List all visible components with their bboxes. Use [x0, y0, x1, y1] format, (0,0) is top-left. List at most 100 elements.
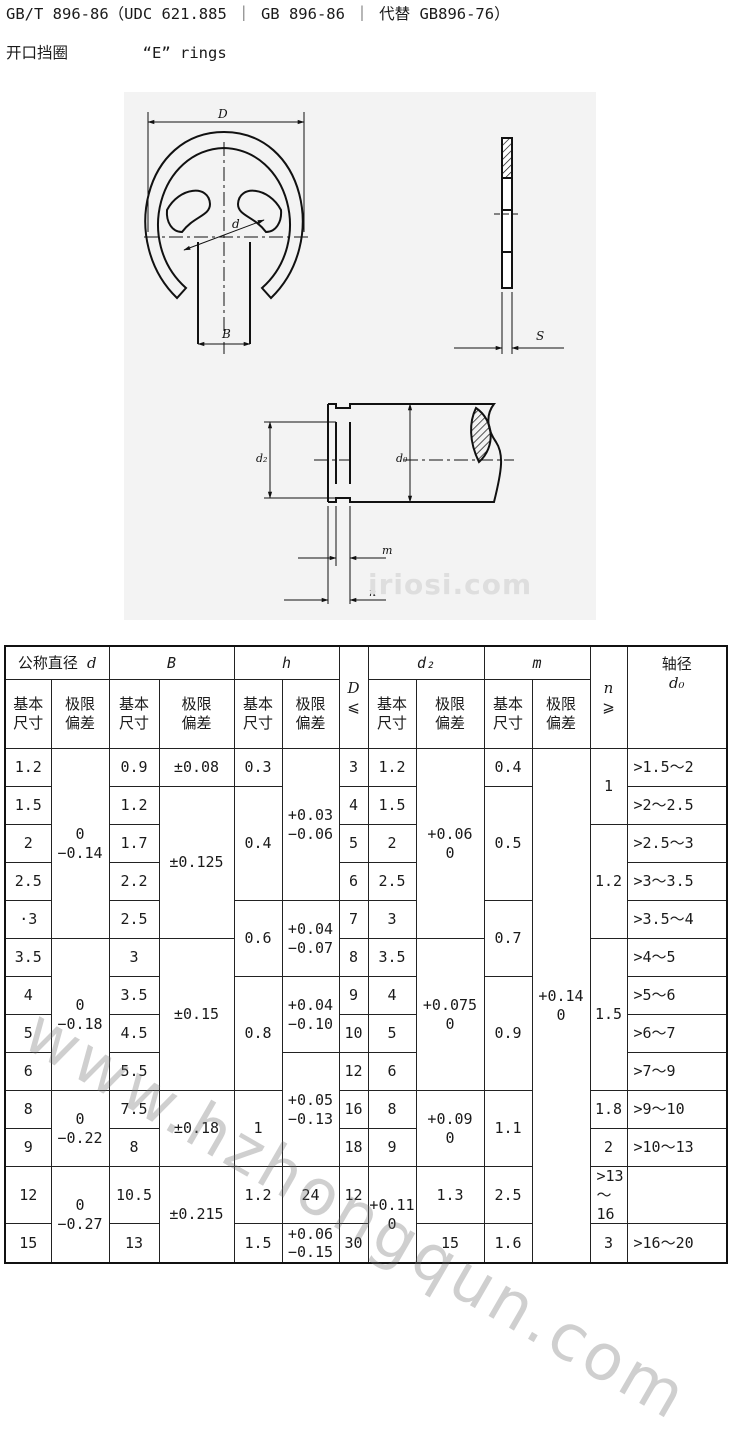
cell-n: 2.5 — [483, 1165, 533, 1225]
cell-d: 15 — [4, 1223, 52, 1264]
subhead-limit: 极限偏差 — [531, 679, 591, 749]
cell-h: 0.8 — [233, 976, 283, 1091]
cell-B-tolerance: ±0.18 — [158, 1090, 235, 1167]
cell-h: 1 — [233, 1090, 283, 1167]
cell-d-tolerance: 0−0.22 — [50, 1090, 110, 1167]
subhead-limit: 极限偏差 — [415, 679, 485, 749]
cell-d-tolerance: 0−0.14 — [50, 748, 110, 939]
cell-B-tolerance: ±0.125 — [158, 786, 235, 939]
cell-m: 1.1 — [483, 1090, 533, 1167]
title-english: “E” rings — [142, 44, 227, 62]
table-row: 9 8 18 9 2 >10～13 — [4, 1128, 728, 1167]
subhead-basic: 基本尺寸 — [367, 679, 417, 749]
cell-d-tolerance: 0−0.18 — [50, 938, 110, 1091]
cell-d2: 9 — [367, 1128, 417, 1167]
cell-n: 1 — [589, 748, 628, 825]
cell-m: 1.6 — [483, 1223, 533, 1264]
header-row-2: 基本尺寸 极限偏差 基本尺寸 极限偏差 基本尺寸 极限偏差 基本尺寸 极限偏差 … — [4, 679, 727, 749]
subhead-limit: 极限偏差 — [281, 679, 340, 749]
cell-n: 1.8 — [589, 1090, 628, 1129]
label-D: D — [217, 107, 228, 121]
cell-h-tolerance: +0.04−0.07 — [281, 900, 340, 977]
cell-h-tolerance: +0.03−0.06 — [281, 748, 340, 901]
cell-B: 0.9 — [108, 748, 160, 787]
figure-watermark: iriosi.com — [368, 568, 533, 601]
table-row: ·3 2.5 0.6 +0.04−0.07 7 3 0.7 >3.5～4 — [4, 900, 728, 977]
col-d2: d₂ — [367, 645, 485, 680]
cell-d2: 12 — [338, 1165, 369, 1225]
cell-shaft-range: >6～7 — [626, 1014, 728, 1053]
cell-D: 6 — [338, 862, 369, 901]
standard-reference: GB/T 896-86（UDC 621.885 ｜ GB 896-86 ｜ 代替… — [6, 5, 510, 23]
cell-shaft-range: >7～9 — [626, 1052, 728, 1091]
drawing-svg: D d B S — [144, 107, 564, 604]
cell-m: 0.9 — [483, 976, 533, 1091]
cell-d2: 2.5 — [367, 862, 417, 901]
label-d2: d₂ — [256, 452, 267, 465]
cell-h: 1.5 — [233, 1223, 283, 1264]
subhead-basic: 基本尺寸 — [233, 679, 283, 749]
cell-d: 1.5 — [4, 786, 52, 825]
col-D: D⩽ — [338, 645, 369, 749]
cell-d2: 2 — [367, 824, 417, 863]
cell-D: 3 — [338, 748, 369, 787]
cell-B-tolerance: ±0.215 — [158, 1166, 235, 1264]
table-row: 4 3.5 0.8 +0.04−0.10 9 4 0.9 >5～6 — [4, 976, 728, 1091]
e-ring-left-tab — [165, 189, 212, 234]
label-B: B — [221, 327, 231, 341]
cell-h: 0.6 — [233, 900, 283, 977]
cell-m: 0.5 — [483, 786, 533, 901]
table-row: 15 13 1.5 +0.06−0.15 30 15 1.6 3 >16～20 — [4, 1223, 728, 1264]
cell-d2: 4 — [367, 976, 417, 1015]
cell-D: 8 — [338, 938, 369, 977]
cell-shaft-range: >16～20 — [626, 1223, 728, 1264]
cell-shaft-range: >2～2.5 — [626, 786, 728, 825]
cell-d: 12 — [4, 1165, 52, 1225]
cell-B: 13 — [108, 1223, 160, 1264]
e-ring-right-tab — [236, 189, 283, 234]
subhead-basic: 基本尺寸 — [4, 679, 52, 749]
label-m: m — [382, 544, 392, 557]
cell-d: 5 — [4, 1014, 52, 1053]
cell-d2: 1.2 — [367, 748, 417, 787]
cell-B-tolerance: ±0.15 — [158, 938, 235, 1091]
title-chinese: 开口挡圈 — [6, 44, 69, 62]
table-row: 5 4.5 10 5 >6～7 — [4, 1014, 728, 1053]
cell-d: 2.5 — [4, 862, 52, 901]
cell-n: 3 — [589, 1223, 628, 1264]
cell-shaft-range: >2.5～3 — [626, 824, 728, 863]
cell-shaft-range: >10～13 — [626, 1128, 728, 1167]
cell-d2: 3.5 — [367, 938, 417, 977]
cell-m: 0.4 — [483, 748, 533, 787]
technical-drawing: D d B S — [124, 92, 596, 620]
col-B: B — [108, 645, 235, 680]
cell-B: 5.5 — [108, 1052, 160, 1091]
cell-h: 1.2 — [233, 1165, 283, 1225]
cell-d2: 1.5 — [367, 786, 417, 825]
cell-D: 24 — [281, 1165, 340, 1225]
cell-shaft-range: >1.5～2 — [626, 748, 728, 787]
e-ring-outline — [144, 130, 304, 300]
cell-shaft-range: >3～3.5 — [626, 862, 728, 901]
part-title: 开口挡圈 “E” rings — [6, 41, 227, 63]
cell-d: 8 — [4, 1090, 52, 1129]
col-nominal-diameter: 公称直径 d — [4, 645, 110, 680]
table-row: 2.5 2.2 6 2.5 >3～3.5 — [4, 862, 728, 901]
cell-d: 1.2 — [4, 748, 52, 787]
subhead-basic: 基本尺寸 — [108, 679, 160, 749]
cell-m: 0.7 — [483, 900, 533, 977]
cell-shaft-range: >5～6 — [626, 976, 728, 1015]
subhead-limit: 极限偏差 — [158, 679, 235, 749]
cell-h-tolerance: +0.04−0.10 — [281, 976, 340, 1053]
cell-shaft-range: >3.5～4 — [626, 900, 728, 939]
cell-D: 16 — [338, 1090, 369, 1129]
